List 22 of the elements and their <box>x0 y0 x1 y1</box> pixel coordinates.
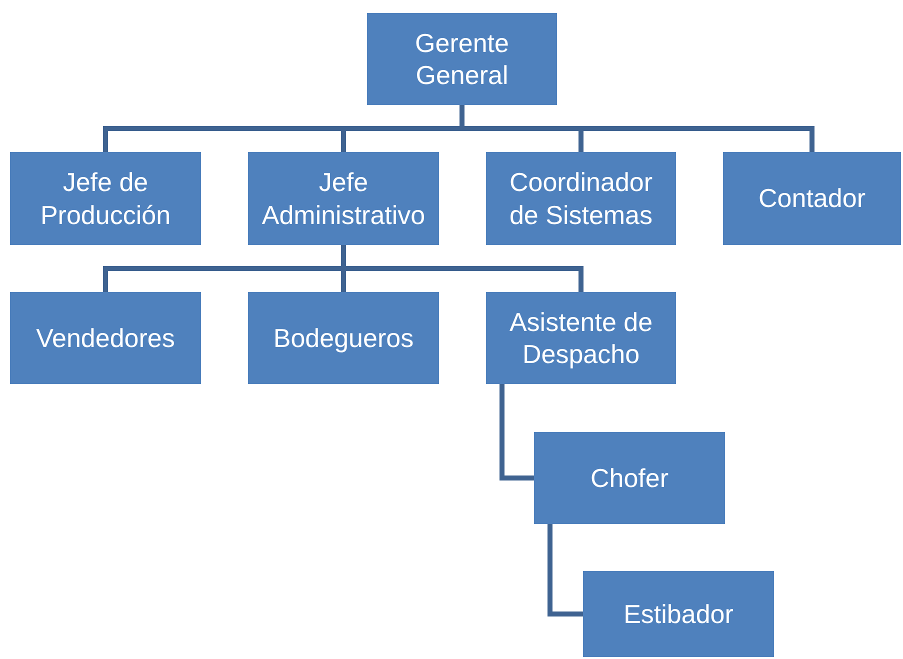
org-box <box>486 292 676 384</box>
org-box <box>583 571 774 657</box>
role-title: Jefe de Producción <box>39 166 172 231</box>
role-title: Contador <box>758 182 866 215</box>
connector-line <box>548 524 583 616</box>
org-box <box>248 292 439 384</box>
org-box <box>10 152 201 245</box>
role-title: Bodegueros <box>273 322 414 354</box>
role-title: Asistente de Despacho <box>508 306 654 370</box>
role-title: Gerente General <box>414 26 510 92</box>
role-title: Coordinador de Sistemas <box>508 166 654 231</box>
role-title: Chofer <box>590 462 669 494</box>
org-box <box>10 292 201 384</box>
org-box <box>534 432 725 524</box>
role-title: Vendedores <box>36 322 175 354</box>
org-box <box>248 152 439 245</box>
role-title: Estibador <box>624 598 734 630</box>
org-box <box>486 152 676 245</box>
connector-line <box>500 384 534 480</box>
org-box <box>367 13 557 105</box>
org-box <box>723 152 901 245</box>
role-title: Jefe Administrativo <box>262 166 426 231</box>
